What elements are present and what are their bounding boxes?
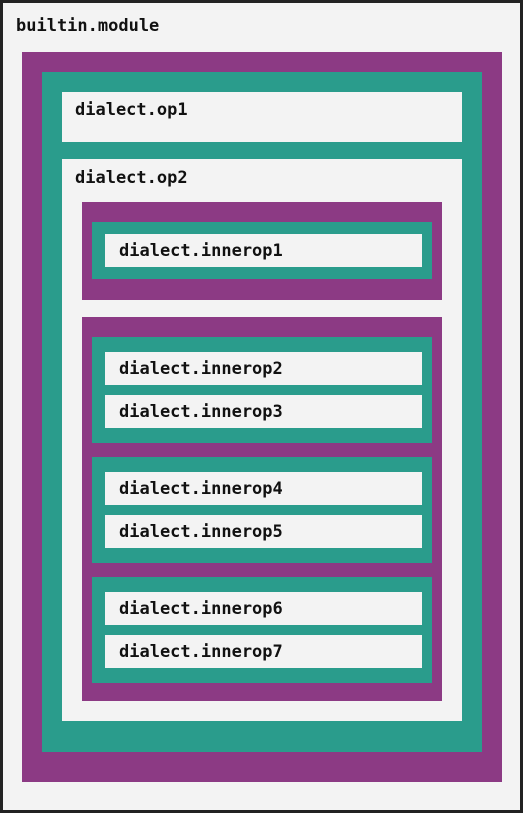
op2-label: dialect.op2 xyxy=(75,168,188,188)
innerop3-label: dialect.innerop3 xyxy=(119,402,283,422)
innerop6-box xyxy=(105,592,422,625)
innerop2-label: dialect.innerop2 xyxy=(119,359,283,379)
innerop6-label: dialect.innerop6 xyxy=(119,599,283,619)
innerop1-box xyxy=(105,234,422,267)
innerop7-box xyxy=(105,635,422,668)
innerop4-box xyxy=(105,472,422,505)
innerop5-box xyxy=(105,515,422,548)
innerop7-label: dialect.innerop7 xyxy=(119,642,283,662)
module-label: builtin.module xyxy=(16,16,160,36)
innerop5-label: dialect.innerop5 xyxy=(119,522,283,542)
innerop4-label: dialect.innerop4 xyxy=(119,479,283,499)
op1-box xyxy=(62,92,462,142)
op1-label: dialect.op1 xyxy=(75,100,188,120)
innerop2-box xyxy=(105,352,422,385)
innerop1-label: dialect.innerop1 xyxy=(119,241,283,261)
innerop3-box xyxy=(105,395,422,428)
